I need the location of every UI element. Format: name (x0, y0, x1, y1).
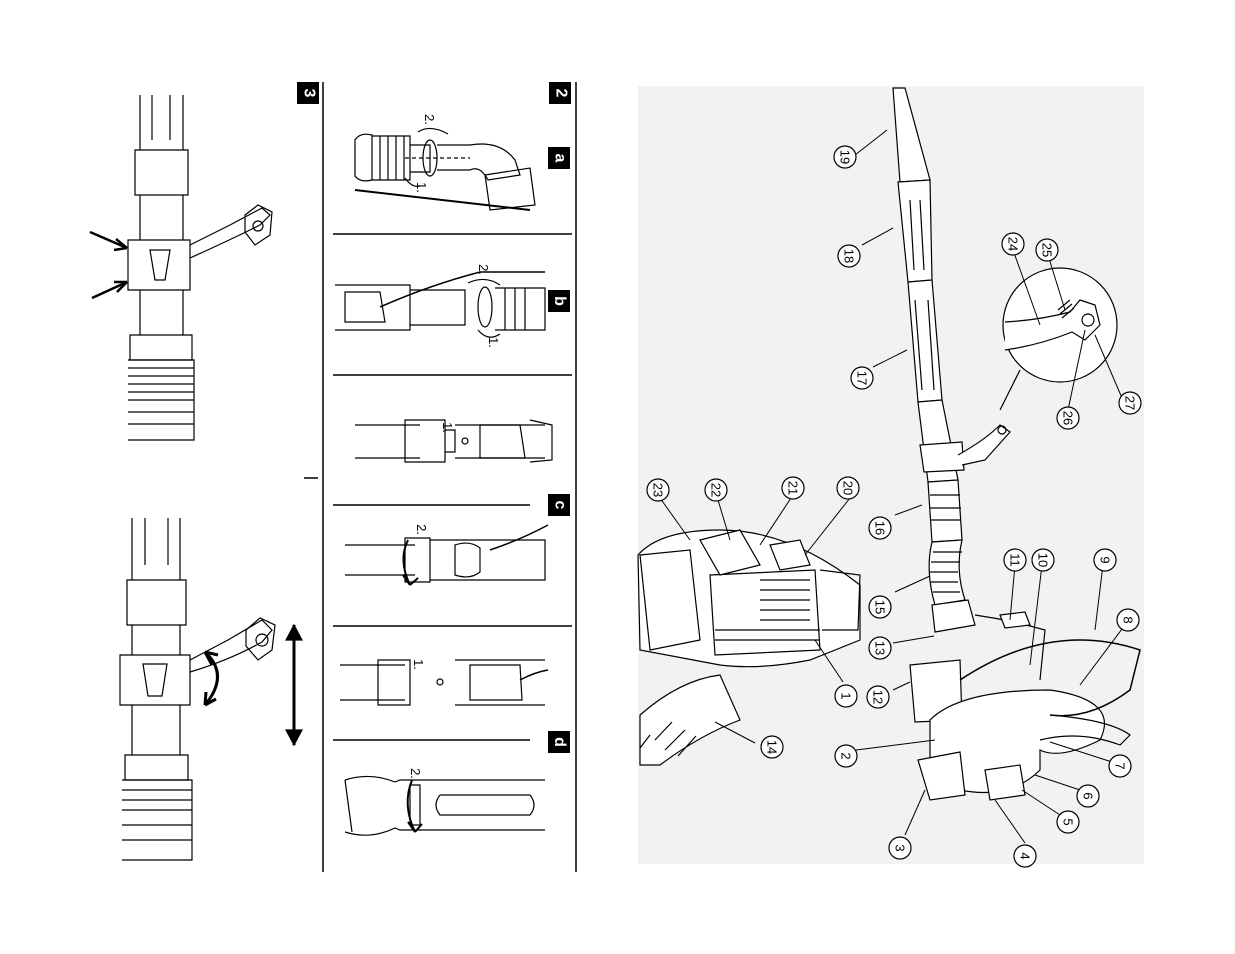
callout-number: 26 (1061, 411, 1076, 425)
callout-9: 9 (1094, 549, 1116, 571)
callout-7: 7 (1109, 755, 1131, 777)
callout-number: 12 (871, 690, 886, 704)
callout-8: 8 (1117, 609, 1139, 631)
callout-number: 5 (1061, 818, 1076, 825)
callout-number: 6 (1081, 792, 1096, 799)
callout-2: 2 (835, 745, 857, 767)
callout-number: 21 (786, 481, 801, 495)
callout-number: 22 (709, 483, 724, 497)
panel-c2-drawing (340, 660, 548, 705)
callout-11: 11 (1004, 549, 1026, 571)
callout-12: 12 (867, 686, 889, 708)
callout-number: 10 (1036, 553, 1051, 567)
callout-number: 14 (765, 740, 780, 754)
callout-number: 11 (1008, 553, 1023, 567)
callout-number: 8 (1121, 616, 1136, 623)
callout-number: 9 (1098, 556, 1113, 563)
callout-24: 24 (1002, 233, 1024, 255)
callout-13: 13 (869, 637, 891, 659)
tube-drawing-bottom (120, 518, 275, 860)
callout-22: 22 (705, 479, 727, 501)
callout-number: 13 (873, 641, 888, 655)
callout-1: 1 (835, 685, 857, 707)
callout-number: 19 (838, 150, 853, 164)
tube-drawing-top (128, 95, 272, 440)
callout-number: 16 (873, 521, 888, 535)
callout-18: 18 (838, 245, 860, 267)
callout-10: 10 (1032, 549, 1054, 571)
callout-5: 5 (1057, 811, 1079, 833)
panel-b-drawing (335, 272, 545, 337)
callout-20: 20 (837, 477, 859, 499)
arrow-left-2 (92, 282, 127, 298)
callout-4: 4 (1014, 845, 1036, 867)
callout-25: 25 (1036, 239, 1058, 261)
callout-21: 21 (782, 477, 804, 499)
panel-b2-drawing (355, 420, 552, 462)
callout-number: 4 (1018, 852, 1033, 859)
callout-number: 2 (839, 752, 854, 759)
callout-26: 26 (1057, 407, 1079, 429)
callout-27: 27 (1119, 392, 1141, 414)
callout-number: 27 (1123, 396, 1138, 410)
callout-number: 7 (1113, 762, 1128, 769)
callout-number: 17 (855, 371, 870, 385)
callout-17: 17 (851, 367, 873, 389)
callout-number: 23 (651, 483, 666, 497)
callout-15: 15 (869, 596, 891, 618)
callout-number: 18 (842, 249, 857, 263)
callout-6: 6 (1077, 785, 1099, 807)
callout-3: 3 (889, 837, 911, 859)
callout-23: 23 (647, 479, 669, 501)
callout-number: 25 (1040, 243, 1055, 257)
callout-19: 19 (834, 146, 856, 168)
panel-a-drawing (355, 128, 535, 210)
callout-number: 3 (893, 844, 908, 851)
callout-number: 24 (1006, 237, 1021, 251)
callout-number: 1 (839, 692, 854, 699)
callout-number: 15 (873, 600, 888, 614)
callout-14: 14 (761, 736, 783, 758)
arrow-left-1 (90, 232, 127, 248)
panel-d-drawing (345, 776, 545, 835)
callout-number: 20 (841, 481, 856, 495)
panel-c-drawing (345, 525, 548, 585)
callout-16: 16 (869, 517, 891, 539)
